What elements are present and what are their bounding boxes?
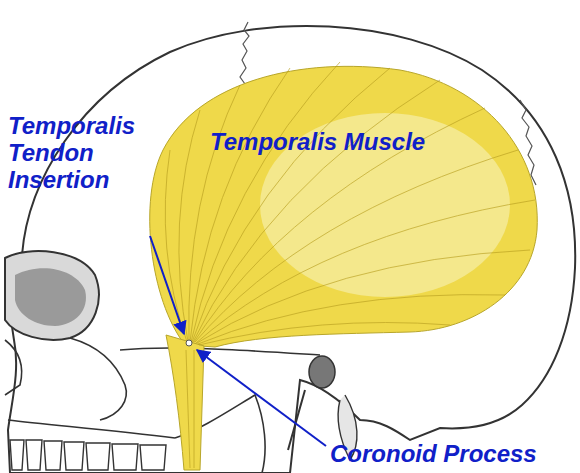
muscle-fibers (165, 62, 535, 468)
part-label: Temporalis Tendon Insertion (8, 112, 168, 193)
part-label: Coronoid Process (330, 440, 570, 467)
temporalis-muscle (150, 66, 538, 347)
part-label: Temporalis Muscle (210, 128, 540, 155)
zygomatic-bone (70, 338, 126, 420)
leader-arrow (197, 350, 326, 446)
temporalis-tendon (166, 335, 204, 470)
teeth (10, 440, 166, 470)
cranium (8, 26, 575, 473)
ear-canal (309, 356, 335, 388)
eye-orbit (5, 251, 99, 340)
maxilla (8, 420, 175, 438)
leader-arrow (150, 236, 184, 334)
coronoid-tip (186, 340, 192, 346)
nasal-bone (5, 340, 22, 395)
eye-orbit-shadow (15, 268, 86, 326)
zygomatic-arch (120, 348, 320, 355)
